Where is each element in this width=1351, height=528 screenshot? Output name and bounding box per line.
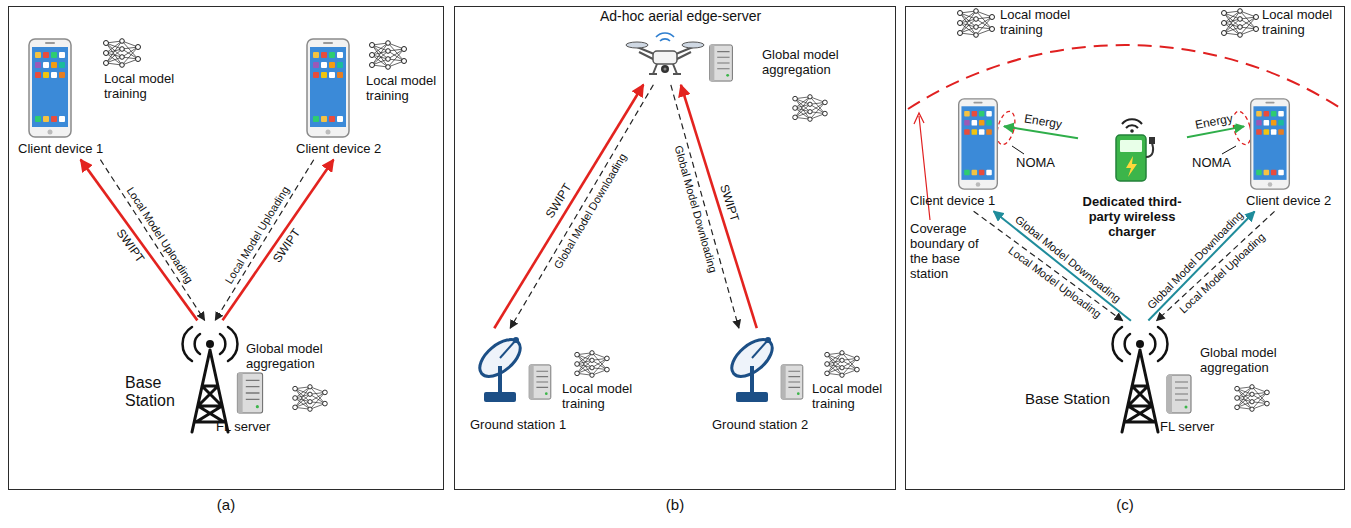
annotation-label: Local model training — [562, 382, 642, 412]
tower-icon — [180, 322, 240, 434]
dashed-arrow — [510, 85, 653, 329]
node-label: Client device 2 — [296, 142, 381, 157]
annotation-label: NOMA — [1192, 156, 1231, 171]
base-station: Base Station — [1025, 322, 1194, 435]
phone-icon — [1248, 98, 1292, 190]
annotation-label: Coverage boundary of the base station — [910, 222, 998, 282]
dashed-arrow — [100, 160, 204, 321]
dashed-arrow — [215, 160, 313, 321]
node-label: Dedicated third-party wireless charger — [1080, 195, 1184, 240]
node-label: Ground station 1 — [470, 418, 566, 433]
dish-icon — [722, 330, 786, 408]
base-station: Base Station — [125, 322, 266, 435]
annotation-label: FL server — [1160, 420, 1214, 435]
edge-label: Global Model Downloading — [550, 150, 629, 273]
dashed-arrow — [1157, 211, 1275, 320]
node-label: Client device 2 — [1246, 194, 1331, 209]
server-icon — [235, 372, 265, 414]
node-label: Client device 1 — [910, 194, 995, 209]
phone-icon — [306, 38, 350, 138]
network-icon — [104, 9, 1270, 412]
panel-caption: (b) — [455, 496, 895, 513]
edge-label: SWIPT — [717, 181, 742, 225]
phone-icon — [28, 38, 72, 138]
annotation-label: NOMA — [1016, 156, 1055, 171]
annotation-label: Local model training — [104, 72, 186, 102]
panel-caption: (c) — [906, 496, 1344, 513]
node-label: Base Station — [1025, 390, 1110, 407]
node-label: Ground station 2 — [712, 418, 808, 433]
link-arrow — [223, 160, 334, 321]
annotation-label: Local model training — [1000, 8, 1080, 38]
node-label: Ad-hoc aerial edge-server — [600, 8, 761, 24]
link-arrow — [1148, 211, 1254, 320]
tower-icon — [1110, 322, 1170, 434]
server-icon — [708, 44, 734, 82]
annotation-label: Local model training — [1262, 8, 1338, 38]
drone-icon — [625, 32, 705, 82]
client-device: Client device 2 — [1246, 98, 1333, 210]
annotation-label: Local model training — [812, 382, 890, 412]
annotation-label: FL server — [216, 420, 270, 435]
dish-icon — [470, 330, 534, 408]
aerial-edge-server: Ad-hoc aerial edge-server — [600, 8, 763, 83]
node-label: Client device 1 — [18, 142, 103, 157]
server-icon — [528, 364, 552, 400]
annotation-label: Global model aggregation — [246, 342, 336, 372]
link-arrow — [81, 160, 198, 321]
node-label: Base Station — [125, 374, 181, 411]
server-icon — [1165, 374, 1193, 414]
annotation-label: Global model aggregation — [762, 48, 862, 78]
wireless-charger: Dedicated third-party wireless charger — [1080, 115, 1185, 241]
annotation-label: Local model training — [366, 74, 438, 104]
annotation-label: Global model aggregation — [1200, 346, 1292, 376]
link-arrow — [494, 85, 643, 329]
panel-frame: (b)Ad-hoc aerial edge-serverGround stati… — [454, 6, 896, 490]
edge-label: Global Model Downloading — [672, 142, 720, 276]
client-device: Client device 1 — [18, 38, 105, 158]
server-icon — [780, 364, 804, 400]
dashed-arrow — [974, 211, 1123, 321]
ground-station: Ground station 2 — [712, 330, 810, 434]
panel-caption: (a) — [9, 496, 443, 513]
ground-station: Ground station 1 — [470, 330, 568, 434]
phone-icon — [956, 98, 1000, 190]
charger-icon — [1108, 115, 1156, 185]
client-device: Client device 1 — [910, 98, 1001, 210]
